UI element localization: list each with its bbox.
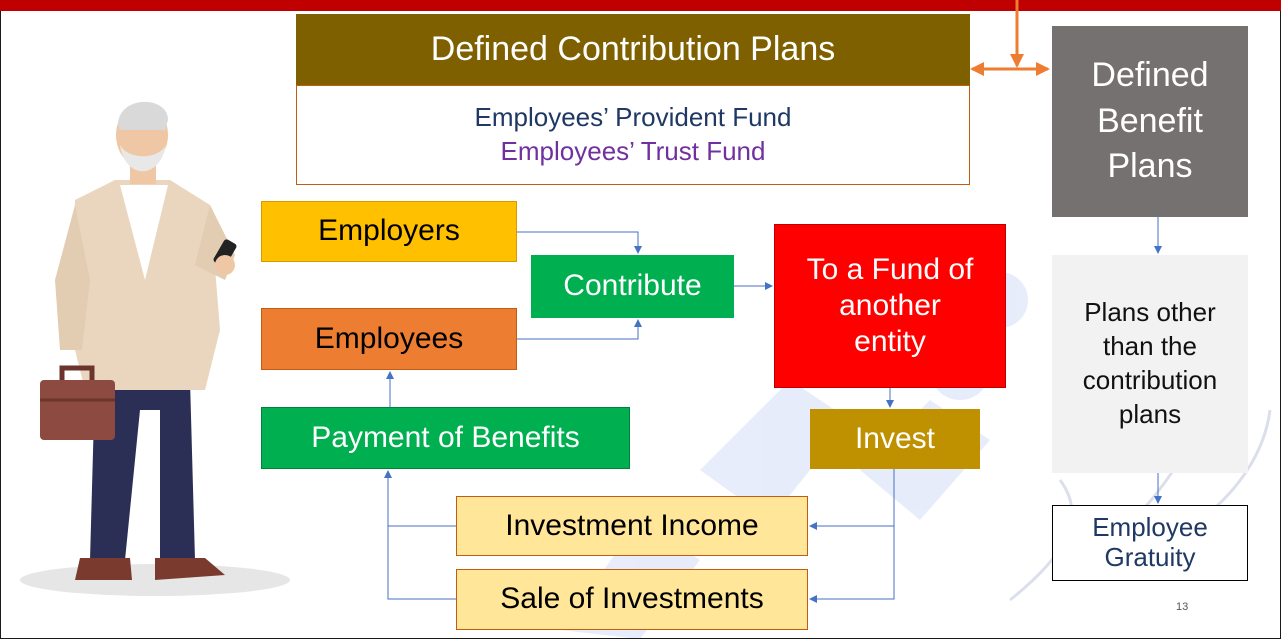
defined-contribution-title: Defined Contribution Plans: [296, 14, 970, 85]
slide-number: 13: [1176, 601, 1189, 613]
db-title-line-3: Plans: [1107, 147, 1193, 186]
sale-of-investments-box: Sale of Investments: [456, 569, 808, 630]
fund-box: To a Fund of another entity: [774, 224, 1006, 388]
fund-line-3: entity: [854, 325, 926, 358]
plans-other-line-2: than the: [1103, 331, 1197, 362]
plans-other-box: Plans other than the contribution plans: [1052, 255, 1248, 473]
invest-box: Invest: [810, 409, 980, 469]
employers-to-contribute: [517, 231, 642, 254]
businessman-illustration: [20, 101, 290, 596]
plans-other-line-4: plans: [1118, 398, 1182, 429]
defined-benefit-title: Defined Benefit Plans: [1052, 26, 1248, 217]
contribute-box: Contribute: [531, 255, 734, 318]
invest-to-income: [809, 469, 895, 530]
investment-income-box: Investment Income: [456, 496, 808, 556]
gratuity-line-2: Gratuity: [1104, 542, 1196, 572]
defined-contribution-examples: Employees’ Provident Fund Employees’ Tru…: [296, 85, 970, 185]
employers-box: Employers: [261, 201, 517, 262]
db-title-line-2: Benefit: [1097, 101, 1203, 140]
fund-line-2: another: [839, 289, 941, 322]
provident-fund-label: Employees’ Provident Fund: [474, 102, 792, 133]
sale-to-payment: [384, 470, 456, 600]
plans-other-line-3: contribution: [1082, 365, 1218, 395]
invest-to-sale: [809, 526, 895, 603]
gratuity-line-1: Employee: [1092, 512, 1208, 543]
plans-other-line-1: Plans other: [1084, 297, 1216, 328]
employee-gratuity-box: Employee Gratuity: [1052, 505, 1248, 581]
employees-to-contribute: [517, 319, 642, 340]
db-title-line-1: Defined: [1091, 55, 1209, 94]
trust-fund-label: Employees’ Trust Fund: [500, 136, 766, 166]
fund-line-1: To a Fund of: [806, 253, 974, 286]
payment-of-benefits-box: Payment of Benefits: [261, 407, 630, 469]
employees-box: Employees: [261, 308, 517, 370]
title-bar: [0, 0, 1281, 11]
